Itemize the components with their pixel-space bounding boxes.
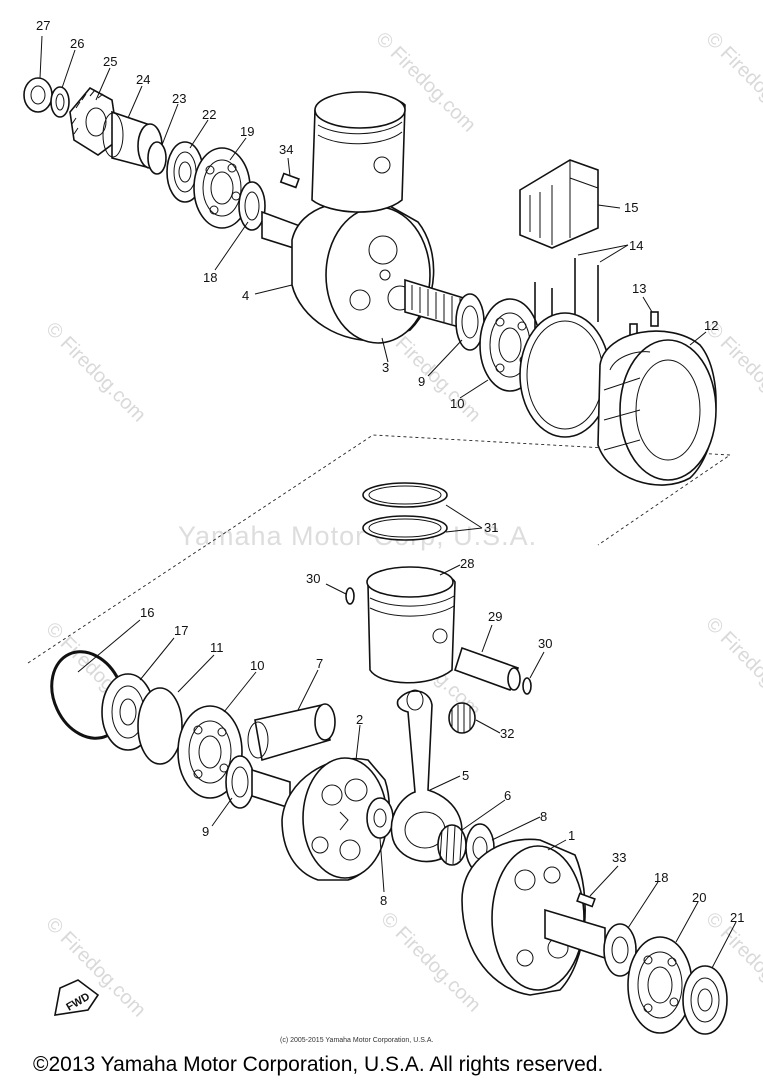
callout-10-lower: 10 — [250, 658, 264, 673]
part-shim-18-upper — [238, 181, 266, 231]
callout-14: 14 — [629, 238, 643, 253]
part-key-33 — [576, 892, 596, 908]
callout-23: 23 — [172, 91, 186, 106]
part-shim-18-lower — [603, 923, 637, 977]
part-gear-25 — [69, 86, 119, 156]
callout-27: 27 — [36, 18, 50, 33]
callout-33: 33 — [612, 850, 626, 865]
callout-labels: 27 26 25 24 23 22 19 34 18 4 3 9 10 15 1… — [36, 18, 744, 925]
callout-12: 12 — [704, 318, 718, 333]
part-crank-wheel-4 — [291, 200, 435, 344]
callout-19: 19 — [240, 124, 254, 139]
small-copyright: (c) 2005-2015 Yamaha Motor Corporation, … — [280, 1037, 433, 1044]
callout-13: 13 — [632, 281, 646, 296]
part-seal-15 — [519, 159, 599, 249]
part-crank-wheel-2 — [251, 757, 391, 881]
part-washer-26 — [50, 86, 70, 118]
callout-26: 26 — [70, 36, 84, 51]
callout-8-right: 8 — [540, 809, 547, 824]
callout-9-upper: 9 — [418, 374, 425, 389]
callout-4: 4 — [242, 288, 249, 303]
callout-16: 16 — [140, 605, 154, 620]
callout-11: 11 — [210, 640, 224, 655]
callout-18-upper: 18 — [203, 270, 217, 285]
watermark-tile: © Firedog.com — [41, 318, 150, 427]
callout-28: 28 — [460, 556, 474, 571]
callout-5: 5 — [462, 768, 469, 783]
part-crank-pin-7 — [247, 703, 336, 762]
callout-1: 1 — [568, 828, 575, 843]
part-clip-30-left — [345, 587, 355, 605]
callout-21: 21 — [730, 910, 744, 925]
watermark-tile: © Firedog.com — [701, 28, 763, 137]
part-piston-rings-31 — [362, 482, 448, 541]
callout-24: 24 — [136, 72, 150, 87]
callout-6: 6 — [504, 788, 511, 803]
part-needle-bearing-32 — [448, 702, 476, 734]
callout-18-lower: 18 — [654, 870, 668, 885]
part-clip-30-right — [522, 677, 532, 695]
part-seal-21 — [682, 965, 728, 1035]
part-piston-upper — [311, 91, 406, 213]
part-nut-27 — [23, 77, 53, 113]
assembly-boundary — [27, 434, 732, 664]
watermark-center: Yamaha Motor Corp, U.S.A. — [178, 521, 537, 551]
callout-3: 3 — [382, 360, 389, 375]
callout-15: 15 — [624, 200, 638, 215]
part-circlip-23 — [147, 141, 167, 175]
upper-assembly — [23, 77, 717, 486]
callout-17: 17 — [174, 623, 188, 638]
part-circlip-11 — [137, 687, 183, 765]
callout-30-right: 30 — [538, 636, 552, 651]
callout-34: 34 — [279, 142, 293, 157]
callout-7: 7 — [316, 656, 323, 671]
callout-29: 29 — [488, 609, 502, 624]
watermark-tile: © Firedog.com — [701, 613, 763, 722]
leader-lines — [39, 35, 737, 969]
part-bearing-20 — [627, 936, 693, 1034]
callout-22: 22 — [202, 107, 216, 122]
part-bearing-6 — [437, 824, 467, 866]
part-bearing-19 — [193, 147, 251, 229]
callout-2: 2 — [356, 712, 363, 727]
part-piston-pin-29 — [454, 646, 521, 692]
part-piston-28 — [366, 566, 456, 684]
part-crank-wheel-1 — [461, 838, 606, 996]
callout-31: 31 — [484, 520, 498, 535]
callout-32: 32 — [500, 726, 514, 741]
callout-10-upper: 10 — [450, 396, 464, 411]
part-splined-shaft — [404, 278, 471, 332]
callout-25: 25 — [103, 54, 117, 69]
callout-8-left: 8 — [380, 893, 387, 908]
lower-assembly: FWD — [50, 482, 728, 1035]
part-key-34 — [279, 172, 300, 189]
footer-copyright: ©2013 Yamaha Motor Corporation, U.S.A. A… — [33, 1053, 603, 1076]
part-ring-seal — [519, 312, 611, 438]
callout-30-left: 30 — [306, 571, 320, 586]
part-housing-12 — [597, 330, 717, 486]
callout-20: 20 — [692, 890, 706, 905]
fwd-arrow-icon: FWD — [54, 979, 100, 1016]
callout-9-lower: 9 — [202, 824, 209, 839]
part-pins-14 — [534, 258, 599, 335]
part-washer-8-left — [366, 797, 394, 839]
